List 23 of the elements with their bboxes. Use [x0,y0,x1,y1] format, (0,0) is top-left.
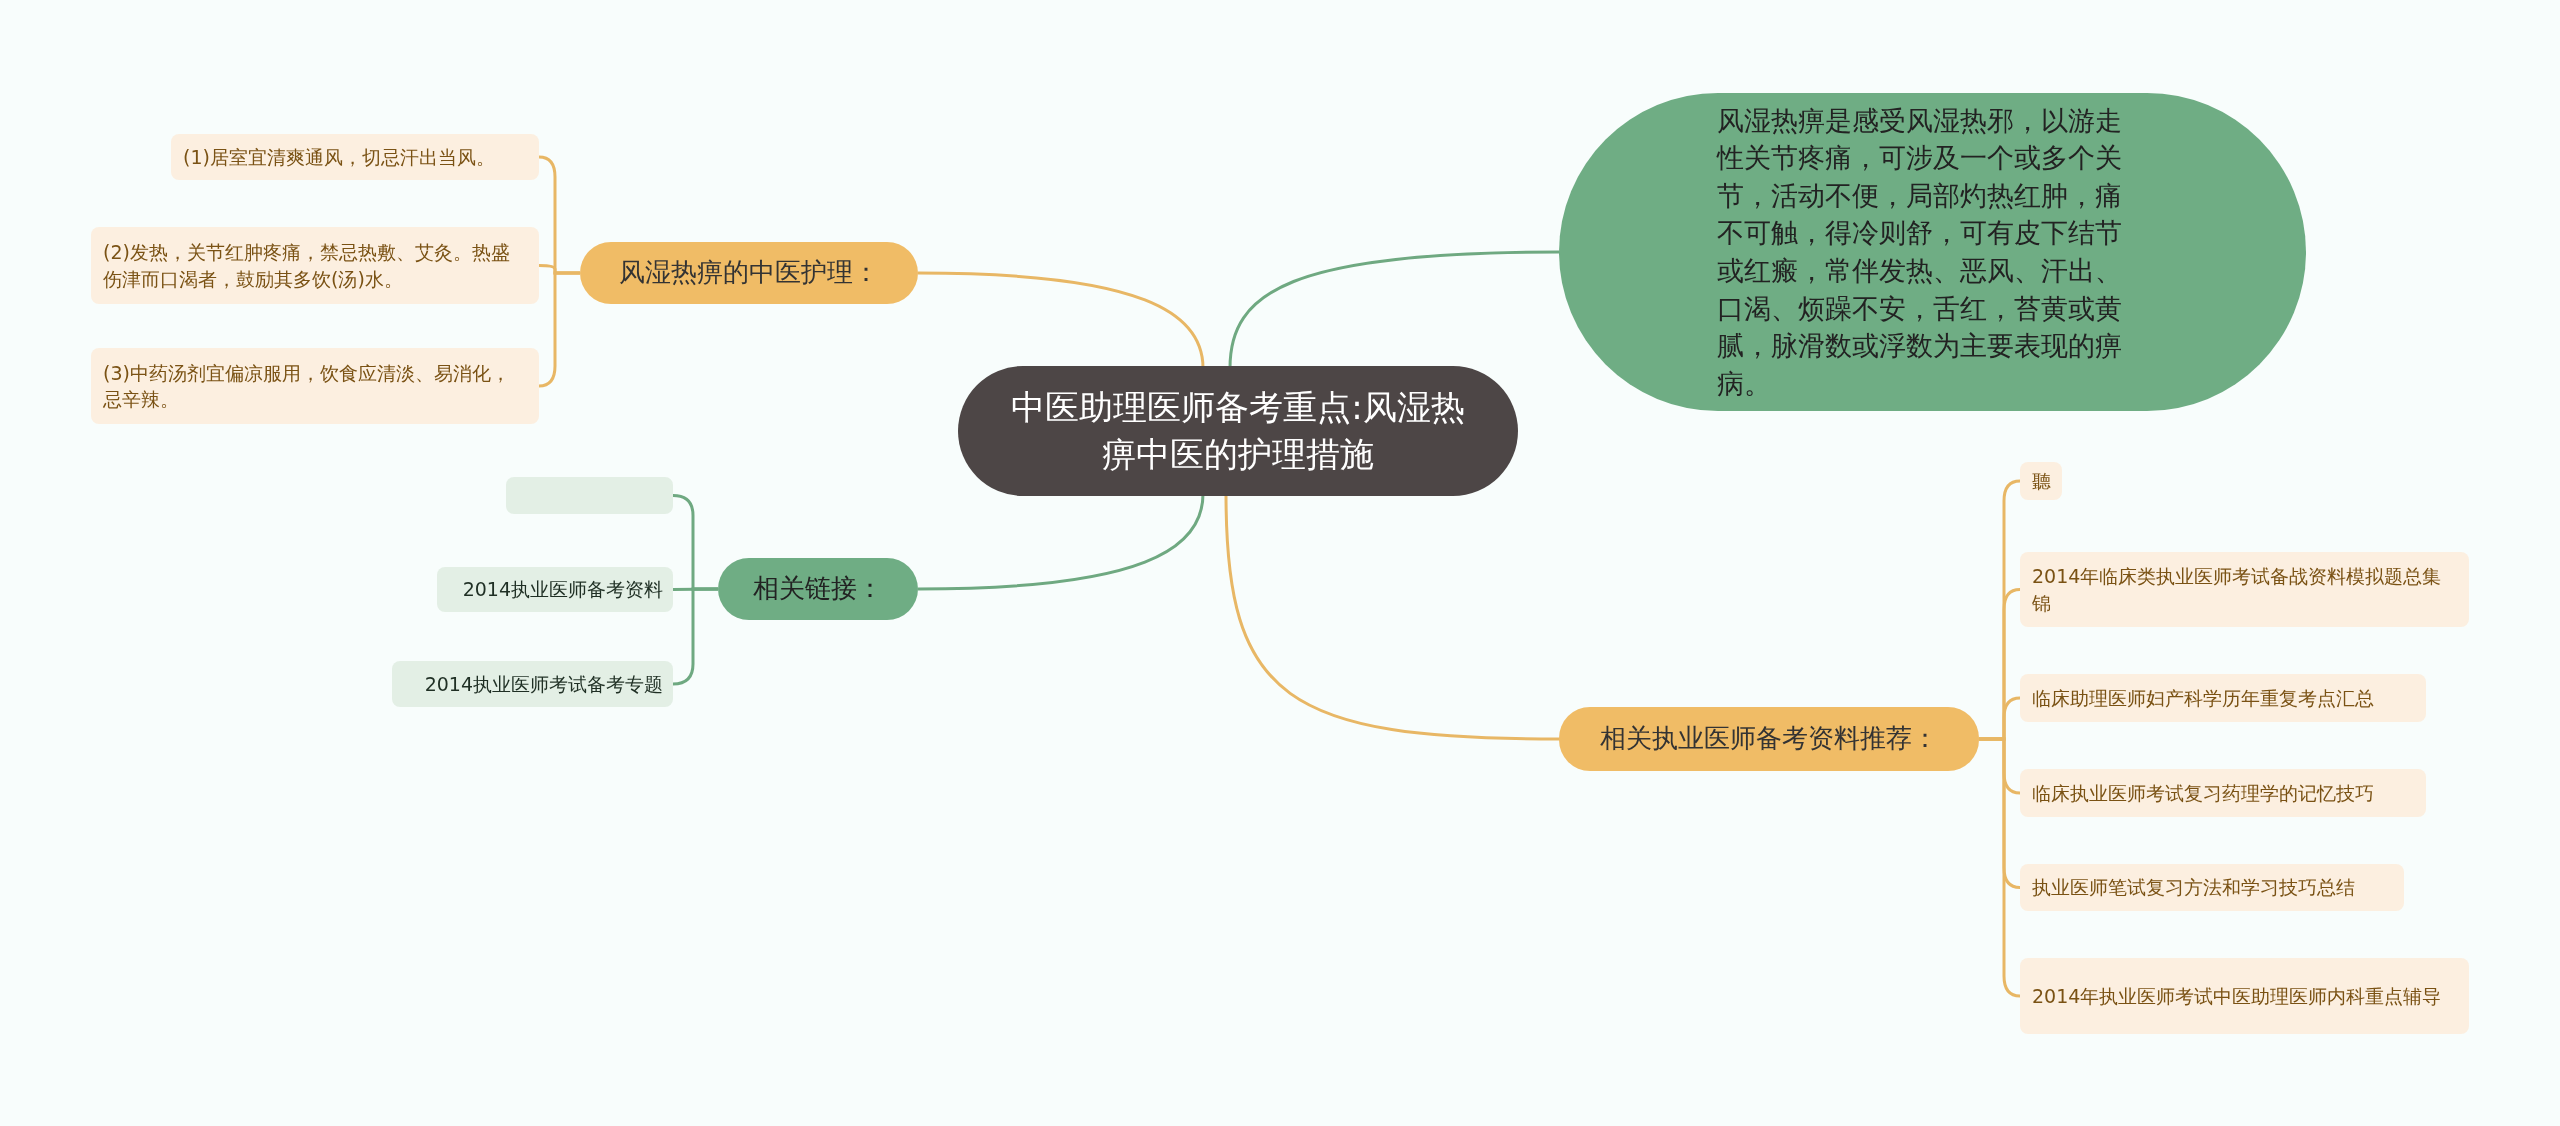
connector [917,493,1205,591]
subtopic-box: 执业医师笔试复习方法和学习技巧总结 [2020,864,2404,911]
subtopic-box: 2014年执业医师考试中医助理医师内科重点辅导 [2020,958,2469,1034]
connector [538,271,580,388]
connector [1224,493,1560,741]
subtopic-box: (2)发热，关节红肿疼痛，禁忌热敷、艾灸。热盛伤津而口渴者，鼓励其多饮(汤)水。 [91,227,539,304]
central-topic: 中医助理医师备考重点:风湿热痹中医的护理措施 [958,366,1518,496]
subtopic-box: 临床执业医师考试复习药理学的记忆技巧 [2020,769,2426,817]
topic-box: 风湿热痹的中医护理： [580,242,918,304]
connector [1979,737,2021,998]
subtopic-box: 聽 [2020,462,2062,500]
topic-box: 相关链接： [718,558,918,620]
link-box [506,477,673,514]
link-box: 2014执业医师备考资料 [437,567,673,612]
topic-box: 相关执业医师备考资料推荐： [1559,707,1979,771]
subtopic-box: (1)居室宜清爽通风，切忌汗出当风。 [171,134,539,180]
link-box: 2014执业医师考试备考专题 [392,661,673,707]
subtopic-box: 临床助理医师妇产科学历年重复考点汇总 [2020,674,2426,722]
subtopic-box: (3)中药汤剂宜偏凉服用，饮食应清淡、易消化，忌辛辣。 [91,348,539,424]
connector [917,271,1205,369]
description-box: 风湿热痹是感受风湿热邪，以游走性关节疼痛，可涉及一个或多个关节，活动不便，局部灼热红肿，痛不可触，得冷则舒，可有皮下结节或红瘢，常伴发热、恶风、汗出、口渴、烦躁不安，舌红，苔黄或黄腻，脉滑数或浮数为主要表现的痹病。 [1559,93,2306,411]
subtopic-box: 2014年临床类执业医师考试备战资料模拟题总集锦 [2020,552,2469,627]
connector [1228,250,1559,369]
